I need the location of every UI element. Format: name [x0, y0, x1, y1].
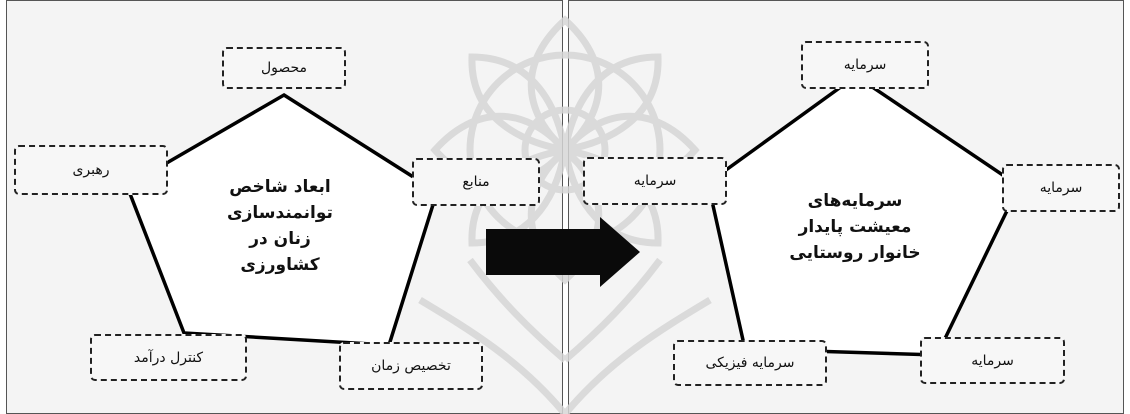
label-income-control: کنترل درآمد [90, 334, 247, 381]
label-product: محصول [222, 47, 346, 89]
label-capital-upper-right: سرمایه [1002, 164, 1120, 212]
label-capital-upper-left: سرمایه [583, 157, 727, 205]
label-capital-bottom-right: سرمایه [920, 337, 1065, 384]
left-center-title-line: زنان در [249, 229, 311, 249]
label-time-allocation: تخصیص زمان [339, 342, 483, 390]
left-center-title-line: کشاورزی [240, 255, 320, 275]
label-physical-capital: سرمایه فیزیکی [673, 340, 827, 386]
right-center-title-line: معیشت پایدار [798, 217, 912, 237]
left-center-title: ابعاد شاخص توانمندسازی زنان در کشاورزی [200, 174, 360, 278]
left-center-title-line: ابعاد شاخص [229, 177, 331, 197]
right-center-title-line: سرمایه‌های [807, 191, 903, 211]
label-capital-top: سرمایه [801, 41, 929, 89]
label-leadership: رهبری [14, 145, 168, 195]
left-center-title-line: توانمندسازی [227, 203, 333, 223]
label-resources: منابع [412, 158, 540, 206]
right-center-title-line: خانوار روستایی [789, 243, 921, 263]
right-center-title: سرمایه‌های معیشت پایدار خانوار روستایی [770, 188, 940, 266]
